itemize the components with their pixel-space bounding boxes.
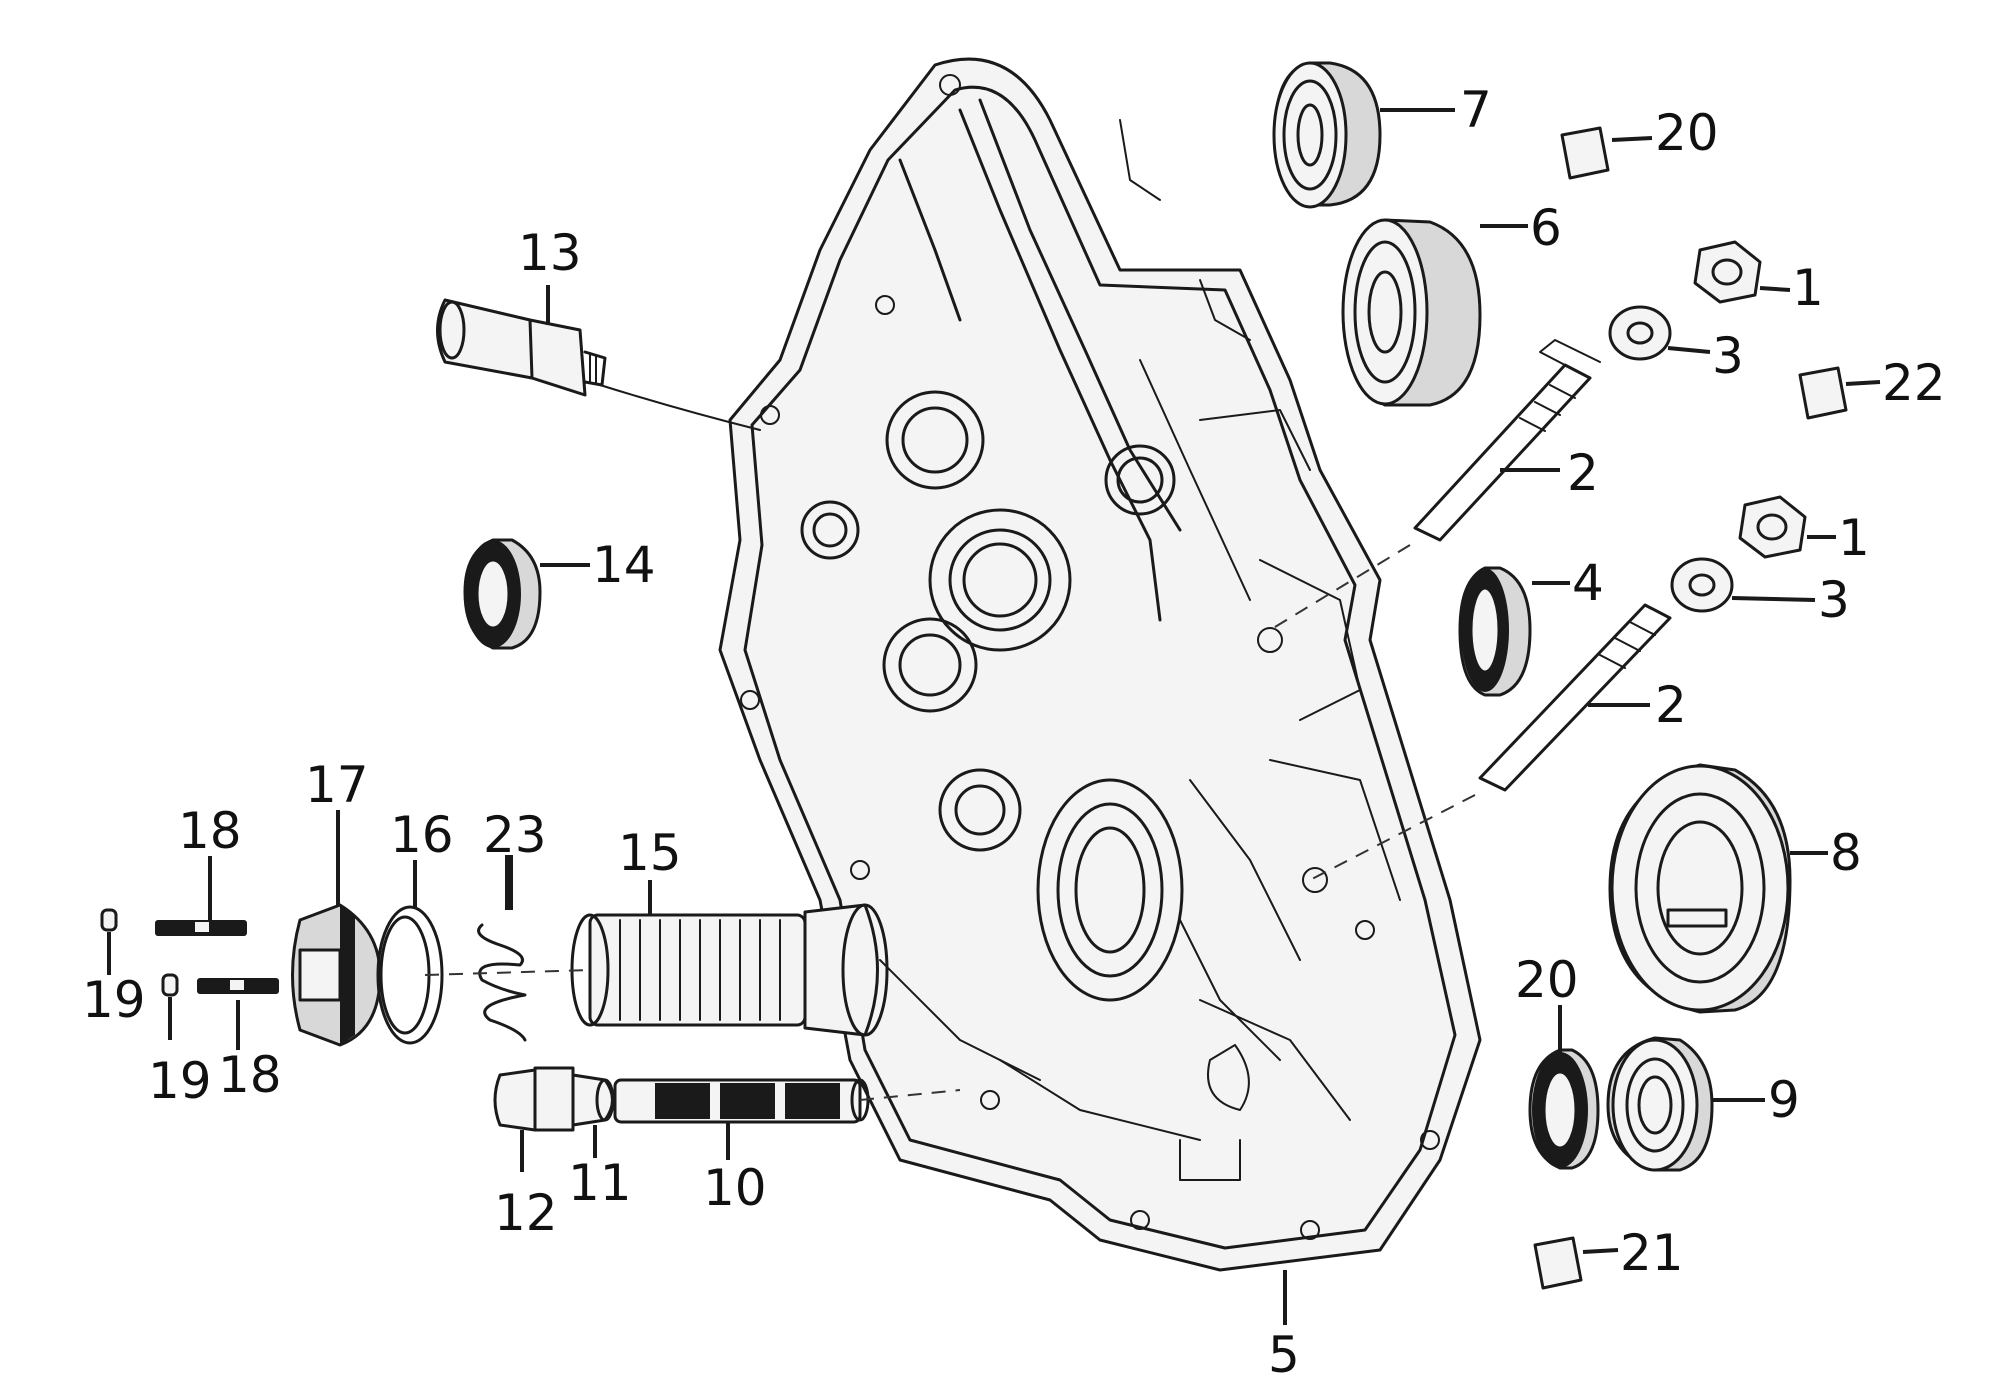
label-1-upper: 1 xyxy=(1792,259,1824,317)
oil-strainer-10 xyxy=(613,1078,870,1124)
spring-23 xyxy=(477,855,527,1042)
label-15: 15 xyxy=(618,824,682,882)
label-17: 17 xyxy=(305,756,369,814)
dowel-21 xyxy=(1533,1236,1583,1290)
bearing-7 xyxy=(1608,763,1792,1014)
washer-upper-19 xyxy=(100,908,118,932)
bearing-6 xyxy=(1341,218,1482,407)
drain-plug-12 xyxy=(493,1066,575,1132)
label-5: 7 xyxy=(1460,81,1492,139)
label-13: 13 xyxy=(518,224,582,282)
label-10: 10 xyxy=(703,1159,767,1217)
dowel-22 xyxy=(1798,366,1848,420)
label-4: 4 xyxy=(1572,554,1604,612)
leader-lines xyxy=(107,108,1881,1325)
oil-seal-4 xyxy=(1458,566,1532,697)
label-8: 9 xyxy=(1768,1071,1800,1129)
label-11: 11 xyxy=(568,1154,632,1212)
crankcase-half xyxy=(718,57,1482,1272)
oil-seal-20 xyxy=(1528,1048,1600,1170)
label-20-lower: 20 xyxy=(1515,951,1579,1009)
label-2-lower: 2 xyxy=(1655,676,1687,734)
stud-upper-2 xyxy=(1413,339,1601,542)
bolt-lower-18 xyxy=(197,978,279,994)
label-18-upper: 18 xyxy=(178,802,242,860)
label-20-top: 20 xyxy=(1655,104,1719,162)
bearing-5 xyxy=(1272,61,1382,209)
label-19-upper: 19 xyxy=(82,971,146,1029)
washer-lower-3 xyxy=(1670,557,1734,613)
label-3-upper: 3 xyxy=(1712,327,1744,385)
label-14: 14 xyxy=(592,536,656,594)
washer-lower-19 xyxy=(161,973,179,997)
label-7: 8 xyxy=(1830,824,1862,882)
label-3-lower: 3 xyxy=(1818,571,1850,629)
label-22: 22 xyxy=(1882,354,1946,412)
oil-seal-14 xyxy=(463,538,542,650)
nut-upper-1 xyxy=(1693,240,1762,304)
bearing-8 xyxy=(1606,1036,1714,1172)
label-16: 16 xyxy=(390,806,454,864)
washer-11 xyxy=(571,1073,615,1127)
oil-sensor-13 xyxy=(436,298,761,431)
label-6: 6 xyxy=(1530,199,1562,257)
part-number-labels: 7 20 13 6 1 3 22 2 1 14 4 3 2 17 18 16 2… xyxy=(82,81,1946,1383)
label-18-lower: 18 xyxy=(218,1046,282,1104)
washer-upper-3 xyxy=(1608,305,1672,361)
label-9: 5 xyxy=(1268,1326,1300,1383)
bolt-upper-18 xyxy=(155,920,247,936)
label-21: 21 xyxy=(1620,1224,1684,1282)
dowel-20-upper xyxy=(1560,126,1610,180)
oil-filter-element-15 xyxy=(570,903,889,1037)
label-19-lower: 19 xyxy=(148,1052,212,1110)
label-1-lower: 1 xyxy=(1838,509,1870,567)
label-23: 23 xyxy=(483,806,547,864)
filter-cover-17 xyxy=(291,903,382,1047)
label-2-upper: 2 xyxy=(1567,444,1599,502)
label-12: 12 xyxy=(494,1184,558,1242)
nut-lower-1 xyxy=(1738,495,1807,559)
stud-lower-2 xyxy=(1478,603,1672,792)
